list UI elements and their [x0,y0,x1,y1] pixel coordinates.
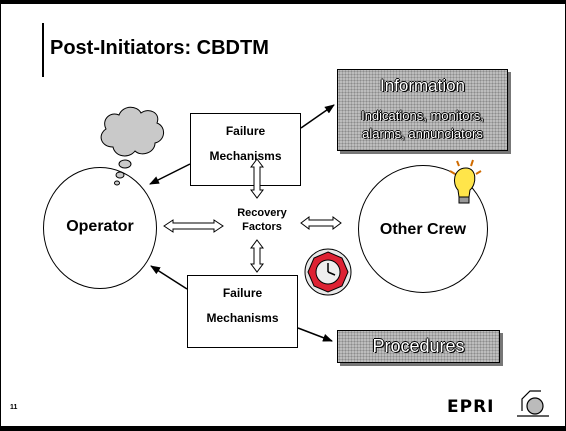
double-arrow-failure-top [250,158,264,199]
page-number: 11 [10,404,18,411]
recovery-line1: Recovery [237,207,287,219]
failure-bottom-line1: Failure [222,286,263,300]
failure-top-line1: Failure [225,124,266,138]
arrow-to-operator-top [149,163,191,185]
title-rule [42,23,44,77]
failure-mechanisms-top-box: Failure Mechanisms [190,113,301,186]
operator-label: Operator [66,218,134,235]
top-border [1,1,565,4]
failure-bottom-line2: Mechanisms [206,311,279,325]
arrow-to-operator-bottom [150,265,188,290]
double-arrow-failure-bottom [250,239,264,273]
logo-text: EPRI [447,397,495,417]
failure-top-line2: Mechanisms [209,149,282,163]
information-line2: alarms, annunciators [362,126,483,141]
procedures-label: Procedures [372,336,465,356]
page-title: Post-Initiators: CBDTM [50,37,269,59]
clock-icon [304,248,352,296]
procedures-box: Procedures [337,330,500,363]
other-crew-circle: Other Crew [358,165,488,293]
operator-circle: Operator [43,167,157,289]
thought-cloud-icon [100,106,164,186]
recovery-line2: Factors [242,221,282,233]
arrow-to-procedures [297,327,333,342]
light-bulb-icon [449,159,482,204]
information-heading: Information [379,76,466,95]
information-line1: Indications, monitors, [361,108,484,123]
double-arrow-recovery-othercrew [300,216,342,230]
logo-icon [517,390,549,417]
failure-mechanisms-bottom-box: Failure Mechanisms [187,275,298,348]
arrow-to-information [300,104,335,129]
information-box: Information Indications, monitors, alarm… [337,69,508,151]
other-crew-label: Other Crew [379,221,467,238]
footer-border [1,426,565,430]
double-arrow-operator-recovery [163,219,224,233]
